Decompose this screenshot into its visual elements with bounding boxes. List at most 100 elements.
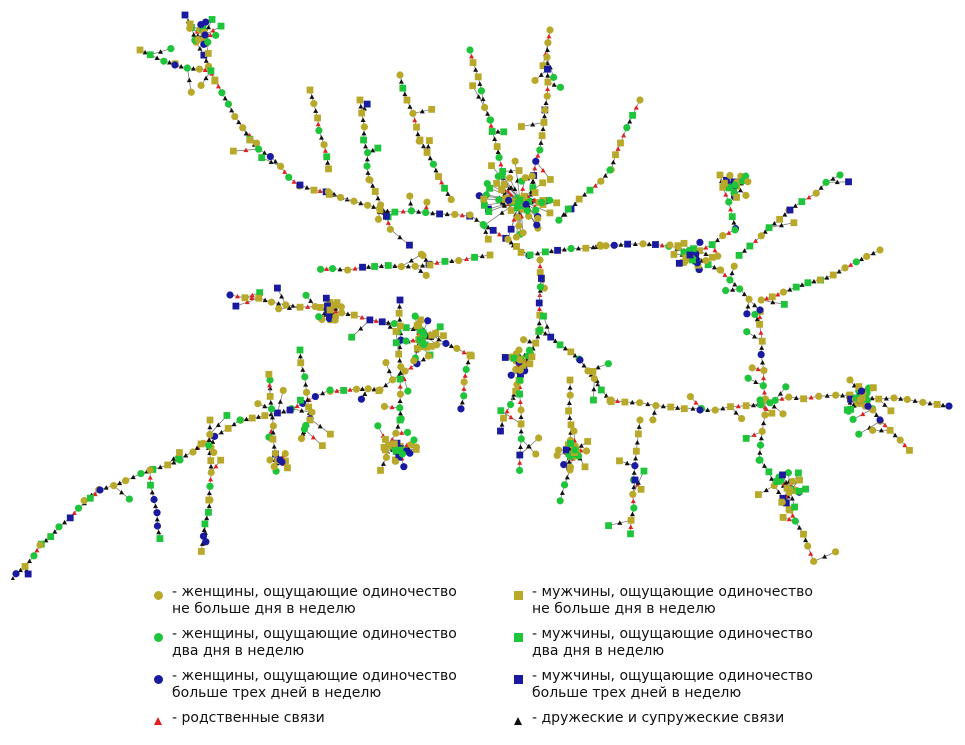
woman-node — [631, 462, 639, 470]
woman-node — [849, 415, 857, 424]
edge-arrow — [380, 461, 386, 466]
edge-arrow — [645, 401, 651, 407]
edge-arrow — [848, 262, 854, 267]
man-node — [526, 360, 534, 368]
woman-node — [231, 112, 239, 121]
edge-arrow — [416, 209, 422, 214]
woman-node — [266, 152, 274, 161]
woman-node — [206, 430, 214, 439]
woman-node — [785, 393, 793, 401]
man-node — [792, 283, 800, 291]
woman-node — [146, 466, 154, 474]
edge-arrow — [210, 439, 216, 444]
man-node — [197, 548, 205, 555]
man-node — [436, 210, 443, 218]
woman-node — [417, 250, 425, 258]
woman-node — [382, 453, 390, 461]
man-node — [758, 337, 766, 345]
woman-node — [457, 405, 465, 413]
man-node — [855, 383, 863, 390]
man-node — [510, 354, 518, 362]
woman-node — [864, 402, 872, 410]
man-node — [432, 329, 440, 337]
man-node — [286, 406, 294, 414]
edge-arrow — [399, 430, 405, 435]
edge-arrow — [712, 247, 718, 253]
woman-node — [512, 365, 520, 373]
man-node — [516, 390, 524, 398]
edge-arrow — [249, 292, 255, 298]
woman-node — [350, 197, 358, 205]
edge-arrow — [305, 304, 311, 309]
man-node — [395, 350, 403, 358]
man-node — [800, 530, 807, 538]
edge-arrow — [34, 547, 40, 553]
woman-node — [566, 391, 574, 399]
man-node — [350, 311, 358, 319]
edge-arrow — [427, 155, 433, 161]
edge-arrow — [824, 393, 830, 398]
man-node — [565, 407, 572, 415]
woman-node — [804, 542, 812, 550]
man-node — [248, 414, 256, 422]
man-node — [305, 403, 313, 411]
man-node — [906, 446, 913, 454]
edge-arrow — [171, 459, 177, 465]
woman-node — [731, 181, 739, 189]
man-node — [392, 448, 400, 456]
man-node — [392, 339, 400, 347]
edge-arrow — [191, 32, 197, 37]
edge-arrow — [243, 130, 249, 136]
edge-arrow — [912, 398, 918, 403]
edge-arrow — [618, 242, 624, 247]
man-node — [417, 316, 424, 324]
woman-node — [282, 301, 290, 309]
man-node — [846, 391, 854, 399]
man-node — [629, 111, 637, 119]
man-node — [567, 348, 575, 356]
man-node — [689, 245, 697, 253]
man-node — [624, 240, 631, 248]
edge-arrow — [334, 388, 340, 393]
woman-node — [212, 31, 220, 39]
edge-arrow — [572, 353, 578, 358]
edge-arrow — [759, 345, 765, 350]
man-node — [256, 289, 264, 297]
edge-arrow — [545, 86, 551, 92]
edge-arrow — [383, 382, 389, 388]
edge-arrow — [496, 231, 502, 237]
man-node — [790, 219, 798, 227]
woman-node — [606, 166, 614, 174]
woman-node — [311, 392, 319, 401]
woman-node — [30, 552, 38, 560]
man-node — [796, 476, 803, 484]
woman-node — [366, 176, 374, 184]
edge-arrow — [320, 390, 326, 396]
edge-arrow — [776, 489, 782, 494]
man-node — [581, 463, 589, 471]
woman-node — [410, 436, 418, 444]
woman-node — [546, 196, 554, 204]
edge-arrow — [518, 444, 524, 449]
woman-node — [758, 427, 766, 435]
woman-node — [523, 207, 531, 215]
woman-node — [183, 64, 191, 72]
edge-arrow — [629, 399, 635, 405]
woman-node — [352, 385, 361, 393]
woman-node — [167, 45, 175, 53]
edge-arrow — [745, 304, 751, 309]
edge-arrow — [425, 143, 431, 149]
woman-node — [528, 172, 536, 180]
woman-node — [55, 523, 63, 531]
woman-node — [460, 392, 468, 400]
woman-node — [206, 496, 214, 504]
edge-arrow — [405, 263, 411, 269]
edge-arrow — [870, 250, 876, 256]
edge-arrow — [244, 299, 250, 305]
man-node — [544, 78, 552, 86]
man-node — [314, 114, 321, 122]
edge-arrow — [158, 49, 164, 54]
edge-arrow — [822, 554, 828, 559]
man-node — [727, 403, 734, 411]
man-node — [374, 144, 382, 152]
